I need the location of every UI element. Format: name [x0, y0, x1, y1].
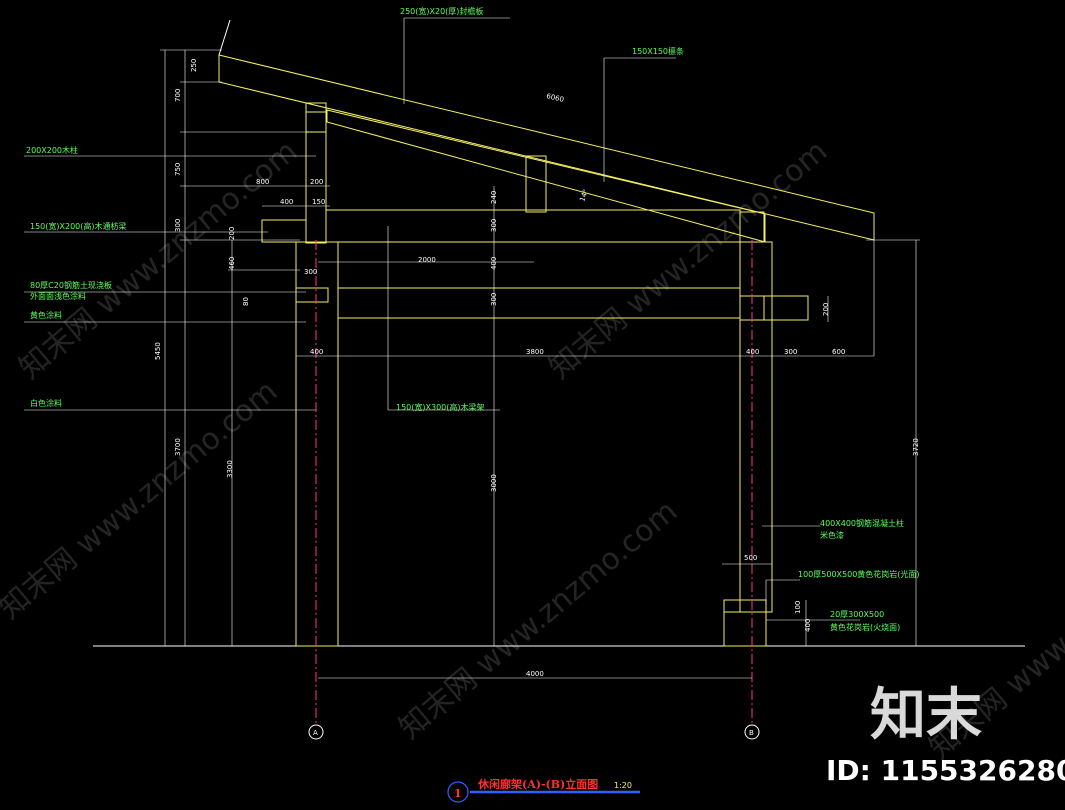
beam-cantilever: [763, 295, 809, 321]
main-beam: [337, 287, 741, 319]
title-bubble: [447, 781, 469, 803]
note-main-beam: 150(宽)X300(高)木梁架: [396, 402, 485, 412]
dim-3000: 3000: [490, 474, 498, 492]
dim-400-col-a: 400: [310, 348, 323, 356]
upper-posts: [305, 102, 765, 244]
dim-400-col-b: 400: [746, 348, 759, 356]
dim-3300: 3300: [226, 460, 234, 478]
note-base-paint2: 黄色花岗岩(火烧面): [830, 622, 900, 632]
note-white-paint: 白色涂料: [30, 398, 62, 408]
note-outer-paint: 外面面浅色涂料: [30, 291, 86, 301]
dimension-lines: [160, 49, 920, 679]
note-yellow-paint: 黄色涂料: [30, 310, 62, 320]
note-upper-beam: 150(宽)X200(高)木通枋梁: [30, 221, 127, 231]
dim-3700: 3700: [174, 438, 182, 456]
note-base-paint: 20厚300X500: [830, 610, 884, 619]
mid-post: [525, 155, 547, 213]
dim-300: 300: [174, 219, 182, 232]
dim-400-base: 400: [804, 619, 812, 632]
beam-end: [261, 219, 307, 243]
dim-750: 750: [174, 163, 182, 176]
title-number: 1: [454, 787, 462, 800]
note-ridge-board: 250(宽)X20(厚)封檐板: [400, 6, 483, 16]
dim-angle: 14°: [578, 188, 590, 202]
left-post: [305, 102, 327, 244]
dim-300-mid: 300: [490, 219, 498, 232]
title-text: 休闲廊架(A)-(B)立面图: [477, 777, 598, 791]
image-id: ID: 1155326280: [826, 754, 1065, 787]
dim-200: 200: [310, 178, 323, 186]
dim-300-left: 300: [304, 268, 317, 276]
column-base: [723, 599, 767, 647]
dim-500: 500: [744, 554, 757, 562]
columns: [295, 241, 773, 647]
axis-bubble-a: [308, 724, 324, 740]
left-column: [295, 241, 339, 647]
axis-label-a: A: [313, 729, 318, 737]
dimension-texts: 250 700 750 300 200 460 80 5450 3700 330…: [154, 59, 920, 678]
dim-4000: 4000: [526, 670, 544, 678]
note-concrete: 80厚C20钢筋土现浇板: [30, 280, 112, 290]
dim-200-left: 200: [228, 227, 236, 240]
dim-100: 100: [794, 601, 802, 614]
drawing-title: 1 休闲廊架(A)-(B)立面图 1:20: [447, 777, 640, 803]
dim-400: 400: [280, 198, 293, 206]
axis-lines: [315, 240, 753, 724]
axis-label-b: B: [749, 729, 754, 737]
brand-logo: 知末: [870, 683, 982, 748]
dim-250: 250: [190, 59, 198, 72]
dim-700: 700: [174, 89, 182, 102]
dim-600: 600: [832, 348, 845, 356]
title-scale: 1:20: [614, 781, 632, 790]
dim-6060: 6060: [546, 92, 565, 104]
note-rafter: 150X150檩条: [632, 46, 684, 56]
note-column: 400X400钢筋混凝土柱: [820, 518, 904, 528]
dim-3720: 3720: [912, 438, 920, 456]
note-base-stone: 100厚500X500黄色花岗岩(光面): [798, 569, 920, 579]
dim-2000: 2000: [418, 256, 436, 264]
watermark-text: 知末网 www.znzmo.com: [393, 494, 684, 746]
dim-5450: 5450: [154, 342, 162, 360]
note-column-finish: 米色漆: [820, 530, 844, 540]
dim-3800: 3800: [526, 348, 544, 356]
dim-800: 800: [256, 178, 269, 186]
watermark-text: 知末网 www.znzmo.com: [0, 374, 284, 626]
dim-400-mid: 400: [490, 257, 498, 270]
dim-150: 150: [312, 198, 325, 206]
annotation-texts: 250(宽)X20(厚)封檐板 150X150檩条 200X200木柱 150(…: [26, 6, 920, 632]
dim-200-right: 200: [822, 303, 830, 316]
axis-bubble-b: [744, 724, 760, 740]
dim-300-mid2: 300: [490, 293, 498, 306]
dim-300-right: 300: [784, 348, 797, 356]
leader-lines: [24, 17, 860, 621]
note-post: 200X200木柱: [26, 145, 78, 155]
dim-240: 240: [490, 191, 498, 204]
dim-80: 80: [242, 297, 250, 306]
dim-460: 460: [228, 257, 236, 270]
